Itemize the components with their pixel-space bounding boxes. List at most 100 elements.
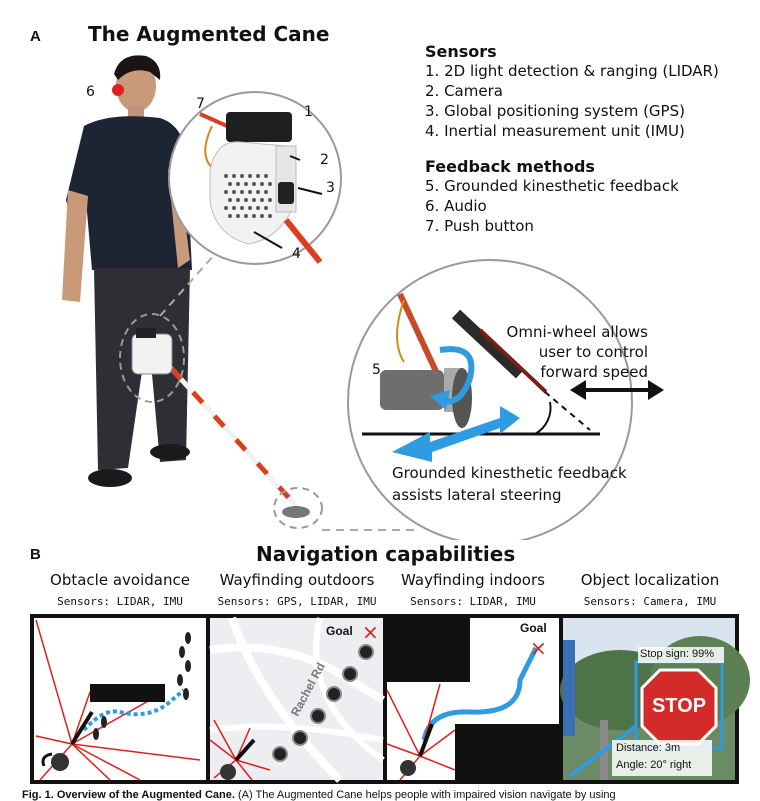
earbud-icon	[112, 84, 124, 96]
capability-sensors: Sensors: Camera, IMU	[583, 595, 717, 608]
waypoint	[342, 666, 358, 682]
feedback-item: 6. Audio	[425, 197, 487, 215]
footprint	[179, 646, 185, 658]
goal-marker-icon: ×	[530, 636, 547, 660]
panel-a-title: The Augmented Cane	[88, 22, 330, 46]
goal-label-indoors: Goal	[520, 621, 547, 635]
label-3: 3	[326, 180, 335, 196]
grille-dot	[224, 174, 228, 178]
obstacle-avoidance-panel	[35, 619, 201, 781]
grille-dot	[264, 174, 268, 178]
grille-dot	[252, 182, 256, 186]
footprint	[101, 716, 107, 728]
distance-label: Distance: 3m	[616, 742, 681, 754]
label-1: 1	[304, 104, 313, 120]
grille-dot	[268, 214, 272, 218]
capability-title: Wayfinding outdoors	[219, 571, 375, 589]
grille-dot	[228, 182, 232, 186]
panel-a-illustration	[62, 55, 664, 540]
grille-dot	[240, 174, 244, 178]
grille-dot	[232, 190, 236, 194]
wheel-callout-ring	[273, 487, 323, 529]
feedback-item: 7. Push button	[425, 217, 534, 235]
label-6: 6	[86, 84, 95, 100]
panel-b-letter: B	[30, 546, 41, 563]
grille-dot	[236, 198, 240, 202]
label-5: 5	[372, 362, 381, 378]
panel-a-letter: A	[30, 28, 41, 45]
waypoint	[358, 644, 374, 660]
stop-sign-text: STOP	[651, 695, 707, 717]
grille-dot	[268, 198, 272, 202]
grille-dot	[244, 214, 248, 218]
feedback-heading: Feedback methods	[425, 157, 595, 176]
wayfinding-outdoors-panel	[209, 616, 386, 783]
figure-caption: Fig. 1. Overview of the Augmented Cane. …	[22, 789, 616, 801]
footprint	[183, 688, 189, 700]
sensor-legend: Sensors 1. 2D light detection & ranging …	[425, 42, 719, 236]
capability-title: Object localization	[580, 571, 720, 589]
footprints	[93, 632, 191, 740]
label-7: 7	[196, 96, 205, 112]
wheel-zoom-content	[362, 292, 664, 462]
caption-rest: (A) The Augmented Cane helps people with…	[234, 789, 616, 801]
detection-label: Stop sign: 99%	[640, 648, 714, 660]
goal-marker-icon: ×	[362, 620, 379, 644]
grille-dot	[224, 190, 228, 194]
obstacle-block	[90, 684, 165, 702]
object-localization-panel	[560, 618, 750, 780]
sensor-item: 2. Camera	[425, 82, 503, 100]
waypoint	[310, 708, 326, 724]
grille-dot	[256, 174, 260, 178]
grille-dot	[236, 182, 240, 186]
waypoint	[326, 686, 342, 702]
footprint	[177, 674, 183, 686]
speaker-grille	[224, 174, 272, 218]
capability-title: Wayfinding indoors	[401, 571, 545, 589]
waypoint	[272, 746, 288, 762]
footprint	[185, 632, 191, 644]
grille-dot	[244, 198, 248, 202]
sensors-heading: Sensors	[425, 42, 497, 61]
grille-dot	[244, 182, 248, 186]
wayfinding-indoors-panel	[386, 618, 559, 781]
grille-dot	[256, 206, 260, 210]
sensor-item: 1. 2D light detection & ranging (LIDAR)	[425, 62, 719, 80]
grille-dot	[240, 190, 244, 194]
grille-dot	[228, 198, 232, 202]
panel-b-title: Navigation capabilities	[256, 542, 516, 566]
waypoint	[292, 730, 308, 746]
label-4: 4	[292, 246, 301, 262]
footprint	[93, 728, 99, 740]
grille-dot	[236, 214, 240, 218]
grille-dot	[240, 206, 244, 210]
grille-dot	[252, 214, 256, 218]
grille-dot	[260, 182, 264, 186]
angle-label: Angle: 20° right	[616, 759, 692, 771]
grille-dot	[252, 198, 256, 202]
grille-dot	[248, 190, 252, 194]
grille-dot	[248, 206, 252, 210]
capability-sensors: Sensors: LIDAR, IMU	[57, 595, 183, 608]
grille-dot	[232, 174, 236, 178]
sensor-item: 3. Global positioning system (GPS)	[425, 102, 685, 120]
grille-dot	[228, 214, 232, 218]
device-callout-ring	[119, 313, 185, 403]
grille-dot	[224, 206, 228, 210]
feedback-item: 5. Grounded kinesthetic feedback	[425, 177, 679, 195]
capability-sensors: Sensors: GPS, LIDAR, IMU	[217, 595, 377, 608]
grille-dot	[264, 190, 268, 194]
capability-title: Obtacle avoidance	[50, 571, 190, 589]
sensor-item: 4. Inertial measurement unit (IMU)	[425, 122, 685, 140]
grounded-feedback-text: Grounded kinesthetic feedback assists la…	[392, 464, 627, 504]
goal-label-outdoors: Goal	[326, 624, 353, 638]
grille-dot	[260, 198, 264, 202]
grille-dot	[248, 174, 252, 178]
caption-bold: Fig. 1. Overview of the Augmented Cane.	[22, 789, 235, 801]
grille-dot	[256, 190, 260, 194]
waypoint-markers	[272, 644, 374, 762]
label-2: 2	[320, 152, 329, 168]
grille-dot	[268, 182, 272, 186]
footprint	[185, 660, 191, 672]
